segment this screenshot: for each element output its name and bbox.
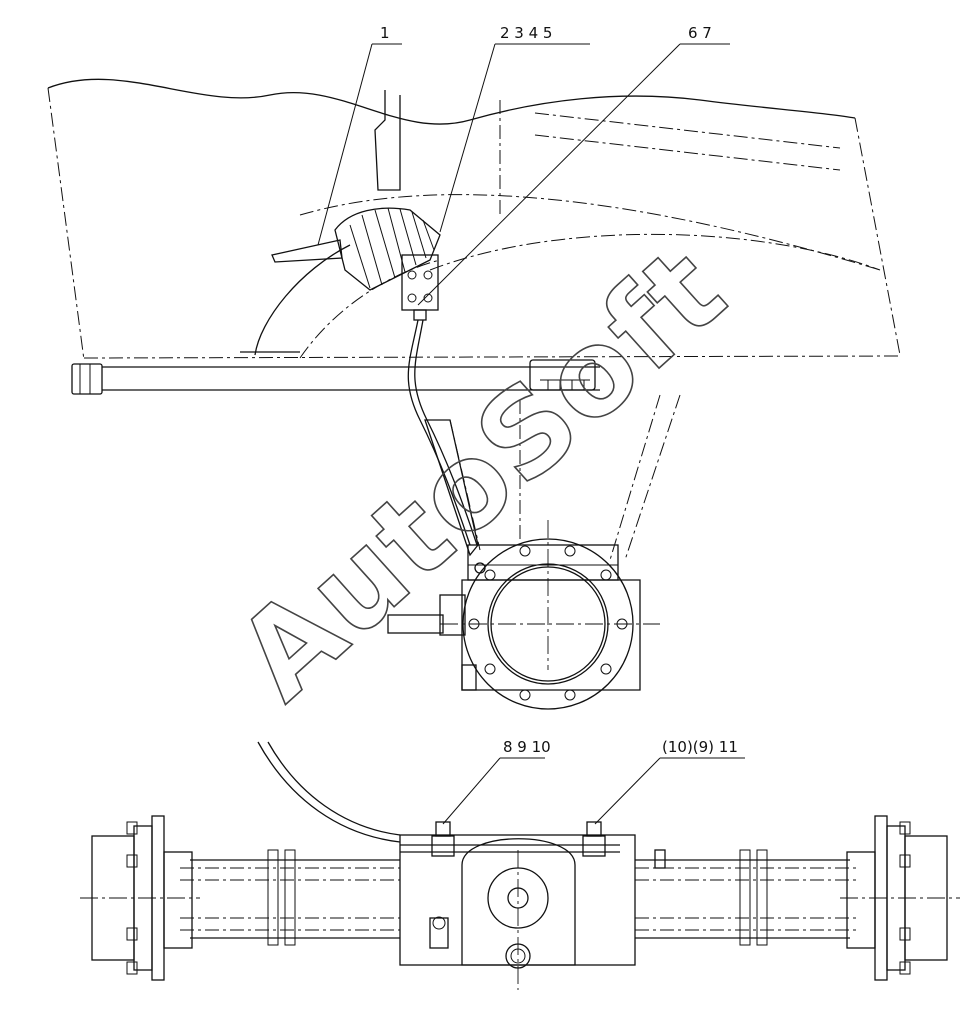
callout-8-9-10: 8 9 10: [503, 738, 551, 756]
callout-6-7: 6 7: [688, 24, 712, 42]
axle-assembly: [80, 741, 960, 990]
frame-rail: [71, 359, 600, 395]
callout-2-3-4-5: 2 3 4 5: [500, 24, 552, 42]
gearbox: [387, 520, 660, 710]
callout-leaders: [317, 43, 745, 825]
body-outline: [47, 78, 901, 361]
callout-10-9-11: (10)(9) 11: [662, 738, 738, 756]
callout-1: 1: [380, 24, 390, 42]
watermark: AutoSoft: [211, 220, 751, 726]
